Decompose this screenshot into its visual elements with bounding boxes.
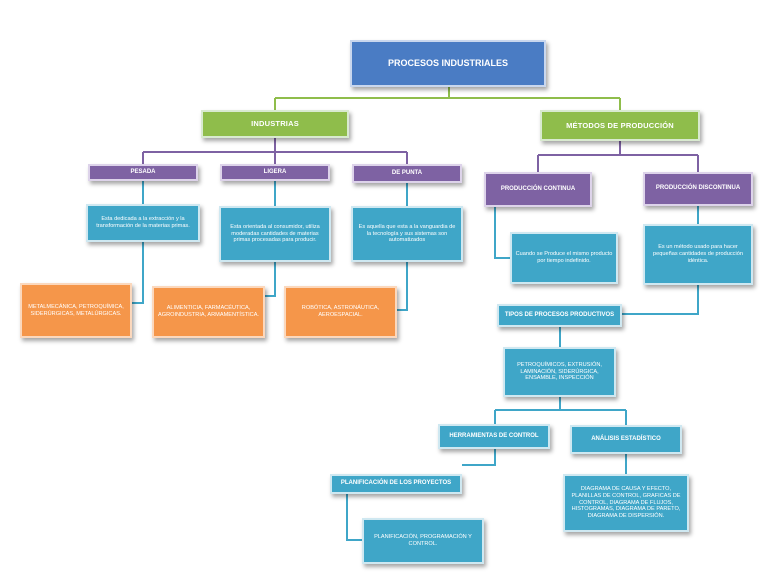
continua-description: Cuando se Produce el mismo producto por … <box>510 232 618 284</box>
industrias-label: INDUSTRIAS <box>251 119 299 129</box>
pesada-label: PESADA <box>130 168 156 175</box>
title-label: PROCESOS INDUSTRIALES <box>387 57 508 68</box>
metodos-label: MÉTODOS DE PRODUCCIÓN <box>566 120 674 130</box>
tipos-description: PETROQUÍMICOS, EXTRUSIÓN, LAMINACIÓN, SI… <box>503 347 616 397</box>
planificacion-label: PLANIFICACIÓN DE LOS PROYECTOS <box>340 480 452 487</box>
ligera-examples: ALIMENTICIA, FARMACÉUTICA, AGROINDUSTRIA… <box>152 286 265 338</box>
continua-description-text: Cuando se Produce el mismo producto por … <box>515 251 613 264</box>
analisis-description-text: DIAGRAMA DE CAUSA Y EFECTO, PLANILLAS DE… <box>571 485 681 520</box>
de-punta-examples: ROBÓTICA, ASTRONÁUTICA, AEROESPACIAL. <box>284 286 397 338</box>
de-punta-label: DE PUNTA <box>391 169 423 176</box>
ligera-examples-text: ALIMENTICIA, FARMACÉUTICA, AGROINDUSTRIA… <box>157 305 259 318</box>
discontinua-description: Es un método usado para hacer pequeñas c… <box>643 224 753 285</box>
continua-label: PRODUCCIÓN CONTINUA <box>500 185 576 192</box>
herramientas-box: HERRAMIENTAS DE CONTROL <box>438 424 550 449</box>
discontinua-box: PRODUCCIÓN DISCONTINUA <box>643 172 753 206</box>
herramientas-label: HERRAMIENTAS DE CONTROL <box>449 432 539 439</box>
discontinua-description-text: Es un método usado para hacer pequeñas c… <box>653 244 743 264</box>
title-box: PROCESOS INDUSTRIALES <box>350 40 546 87</box>
discontinua-label: PRODUCCIÓN DISCONTINUA <box>655 185 741 192</box>
metodos-box: MÉTODOS DE PRODUCCIÓN <box>540 110 700 141</box>
connector-industrias <box>142 138 408 164</box>
tipos-box: TIPOS DE PROCESOS PRODUCTIVOS <box>497 304 622 327</box>
analisis-label: ANÁLISIS ESTADÍSTICO <box>591 435 661 442</box>
connector-metodos <box>537 141 699 172</box>
continua-box: PRODUCCIÓN CONTINUA <box>484 172 592 207</box>
ligera-box: LIGERA <box>220 164 330 181</box>
pesada-description: Esta dedicada a la extracción y la trans… <box>86 204 200 242</box>
pesada-examples: METALMECÁNICA, PETROQUÍMICA, SIDERÚRGICA… <box>20 283 132 338</box>
planificacion-description: PLANIFICACIÓN, PROGRAMACIÓN Y CONTROL. <box>362 518 484 564</box>
de-punta-examples-text: ROBÓTICA, ASTRONÁUTICA, AEROESPACIAL. <box>301 305 380 318</box>
analisis-box: ANÁLISIS ESTADÍSTICO <box>570 425 682 454</box>
de-punta-description-text: Es aquella que esta a la vanguardia de l… <box>358 223 456 244</box>
pesada-examples-text: METALMECÁNICA, PETROQUÍMICA, SIDERÚRGICA… <box>28 303 124 317</box>
planificacion-description-text: PLANIFICACIÓN, PROGRAMACIÓN Y CONTROL. <box>374 534 472 547</box>
connector-title <box>274 87 621 110</box>
ligera-description: Esta orientada al consumidor, utiliza mo… <box>219 206 331 262</box>
analisis-description: DIAGRAMA DE CAUSA Y EFECTO, PLANILLAS DE… <box>563 474 689 532</box>
planificacion-box: PLANIFICACIÓN DE LOS PROYECTOS <box>330 474 462 494</box>
de-punta-description: Es aquella que esta a la vanguardia de l… <box>351 206 463 262</box>
tipos-description-text: PETROQUÍMICOS, EXTRUSIÓN, LAMINACIÓN, SI… <box>517 361 602 382</box>
ligera-label: LIGERA <box>263 168 287 175</box>
ligera-description-text: Esta orientada al consumidor, utiliza mo… <box>230 223 320 244</box>
pesada-description-text: Esta dedicada a la extracción y la trans… <box>96 216 190 229</box>
pesada-box: PESADA <box>88 164 198 181</box>
tipos-label: TIPOS DE PROCESOS PRODUCTIVOS <box>504 311 615 318</box>
industrias-box: INDUSTRIAS <box>201 110 349 138</box>
de-punta-box: DE PUNTA <box>352 164 462 183</box>
connector-teal <box>132 181 699 541</box>
